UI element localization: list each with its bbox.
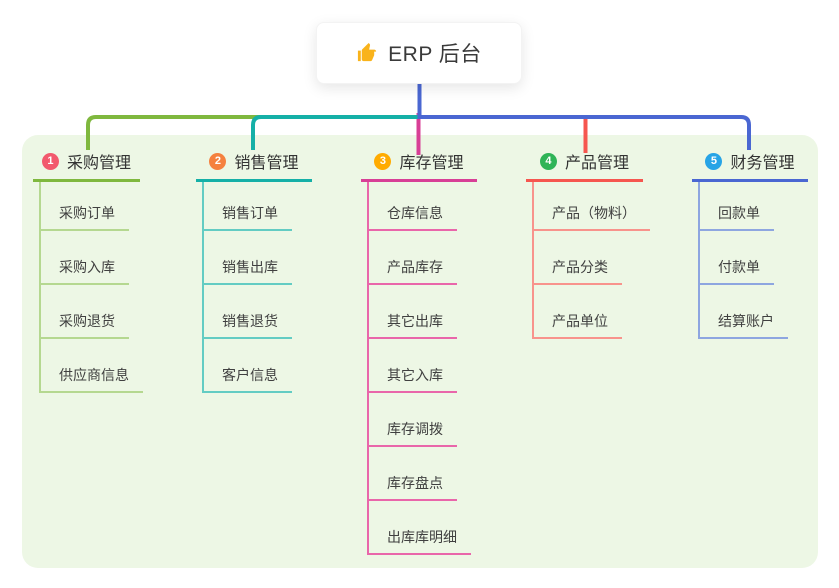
branch-children: 回款单付款单结算账户 bbox=[698, 182, 788, 339]
child-node[interactable]: 仓库信息 bbox=[369, 182, 457, 231]
child-node[interactable]: 出库库明细 bbox=[369, 501, 471, 555]
branch-title-node[interactable]: 5 财务管理 bbox=[692, 150, 808, 182]
child-node[interactable]: 结算账户 bbox=[700, 285, 788, 339]
child-node-label: 产品单位 bbox=[552, 313, 608, 329]
child-node-label: 销售出库 bbox=[222, 259, 278, 275]
child-node[interactable]: 销售订单 bbox=[204, 182, 292, 231]
child-node[interactable]: 销售退货 bbox=[204, 285, 292, 339]
branch-label: 采购管理 bbox=[66, 155, 131, 172]
branch-label: 销售管理 bbox=[234, 155, 299, 172]
child-node-label: 库存盘点 bbox=[387, 475, 443, 491]
child-node-label: 出库库明细 bbox=[387, 529, 457, 545]
child-node[interactable]: 销售出库 bbox=[204, 231, 292, 285]
branch-children: 仓库信息产品库存其它出库其它入库库存调拨库存盘点出库库明细 bbox=[367, 182, 471, 555]
child-node[interactable]: 客户信息 bbox=[204, 339, 292, 393]
branch-number-badge: 2 bbox=[209, 152, 227, 170]
child-node[interactable]: 库存调拨 bbox=[369, 393, 457, 447]
child-node[interactable]: 付款单 bbox=[700, 231, 774, 285]
branch-number-badge: 5 bbox=[705, 152, 723, 170]
branch-3: 3 库存管理 仓库信息产品库存其它出库其它入库库存调拨库存盘点出库库明细 bbox=[361, 150, 477, 555]
root-node-label: ERP 后台 bbox=[388, 43, 482, 66]
child-node[interactable]: 回款单 bbox=[700, 182, 774, 231]
child-node-label: 产品库存 bbox=[387, 259, 443, 275]
child-node[interactable]: 供应商信息 bbox=[41, 339, 143, 393]
child-node[interactable]: 其它出库 bbox=[369, 285, 457, 339]
branch-title-node[interactable]: 1 采购管理 bbox=[33, 150, 140, 182]
child-node-label: 库存调拨 bbox=[387, 421, 443, 437]
child-node-label: 仓库信息 bbox=[387, 205, 443, 221]
thumbs-up-icon bbox=[356, 42, 379, 65]
child-node-label: 供应商信息 bbox=[59, 367, 129, 383]
branch-children: 产品（物料） 产品分类产品单位 bbox=[532, 182, 650, 339]
child-node-label: 采购订单 bbox=[59, 205, 115, 221]
child-node[interactable]: 库存盘点 bbox=[369, 447, 457, 501]
child-node[interactable]: 产品单位 bbox=[534, 285, 622, 339]
child-node-label: 客户信息 bbox=[222, 367, 278, 383]
branch-title-node[interactable]: 3 库存管理 bbox=[361, 150, 477, 182]
branch-number-badge: 4 bbox=[539, 152, 557, 170]
child-node-label: 产品（物料） bbox=[552, 205, 636, 221]
branch-label: 财务管理 bbox=[730, 155, 795, 172]
branch-1: 1 采购管理 采购订单采购入库采购退货供应商信息 bbox=[33, 150, 143, 393]
branch-children: 销售订单销售出库销售退货客户信息 bbox=[202, 182, 292, 393]
branch-label: 产品管理 bbox=[564, 155, 629, 172]
branch-4: 4 产品管理 产品（物料） 产品分类产品单位 bbox=[526, 150, 650, 339]
child-node-label: 其它入库 bbox=[387, 367, 443, 383]
child-node-label: 采购退货 bbox=[59, 313, 115, 329]
child-node[interactable]: 产品（物料） bbox=[534, 182, 650, 231]
child-node-label: 其它出库 bbox=[387, 313, 443, 329]
branch-title-node[interactable]: 4 产品管理 bbox=[526, 150, 643, 182]
branch-5: 5 财务管理 回款单付款单结算账户 bbox=[692, 150, 808, 339]
child-node-label: 结算账户 bbox=[718, 313, 774, 329]
child-node-label: 回款单 bbox=[718, 205, 760, 221]
child-node-label: 销售退货 bbox=[222, 313, 278, 329]
branch-number-badge: 1 bbox=[41, 152, 59, 170]
branch-children: 采购订单采购入库采购退货供应商信息 bbox=[39, 182, 143, 393]
child-node[interactable]: 产品分类 bbox=[534, 231, 622, 285]
child-node[interactable]: 采购入库 bbox=[41, 231, 129, 285]
child-node[interactable]: 其它入库 bbox=[369, 339, 457, 393]
child-node-label: 产品分类 bbox=[552, 259, 608, 275]
child-node[interactable]: 采购退货 bbox=[41, 285, 129, 339]
branch-title-node[interactable]: 2 销售管理 bbox=[196, 150, 312, 182]
child-node-label: 付款单 bbox=[718, 259, 760, 275]
branch-number-badge: 3 bbox=[374, 152, 392, 170]
child-node-label: 采购入库 bbox=[59, 259, 115, 275]
branch-2: 2 销售管理 销售订单销售出库销售退货客户信息 bbox=[196, 150, 312, 393]
child-node-label: 销售订单 bbox=[222, 205, 278, 221]
branches-background-panel bbox=[22, 135, 818, 568]
child-node[interactable]: 产品库存 bbox=[369, 231, 457, 285]
child-node[interactable]: 采购订单 bbox=[41, 182, 129, 231]
root-node-erp[interactable]: ERP 后台 bbox=[316, 22, 522, 84]
branch-label: 库存管理 bbox=[399, 155, 464, 172]
